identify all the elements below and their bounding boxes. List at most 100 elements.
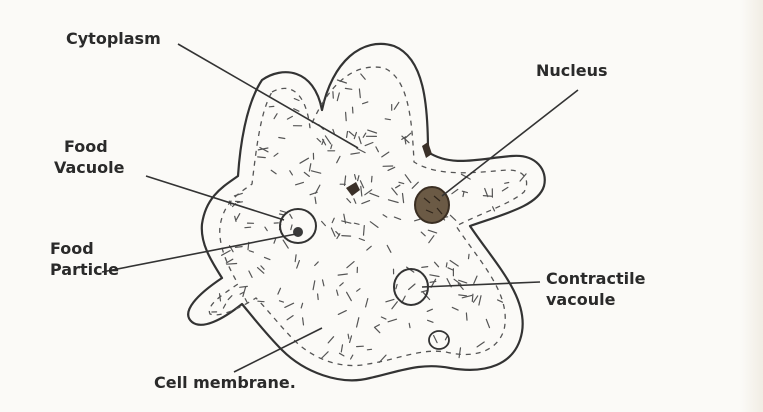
cytoplasm-granule	[367, 246, 371, 250]
cytoplasm-granule	[300, 158, 309, 163]
cytoplasm-granule	[265, 257, 270, 259]
cytoplasm-granule	[349, 132, 354, 136]
cytoplasm-granule	[301, 303, 302, 308]
cytoplasm-granule	[351, 153, 360, 154]
cytoplasm-granule	[459, 295, 467, 296]
nucleus-label: Nucleus	[536, 60, 608, 81]
cytoplasm-granule	[283, 240, 288, 248]
cytoplasm-granule	[448, 268, 453, 270]
cytoplasm-granule	[427, 309, 432, 311]
cytoplasm-granule	[428, 320, 433, 322]
cytoplasm-granule	[361, 186, 362, 196]
cytoplasm-granule	[290, 171, 293, 175]
cell-membrane-leader-line	[234, 328, 322, 372]
cytoplasm-granule	[357, 148, 365, 152]
cytoplasm-granule	[332, 218, 334, 222]
cytoplasm-granule	[459, 348, 460, 358]
cytoplasm-granule	[392, 188, 397, 195]
cytoplasm-granule	[354, 223, 359, 224]
cytoplasm-granule	[318, 294, 319, 300]
cytoplasm-granule	[355, 175, 356, 180]
cytoplasm-granule	[405, 133, 411, 138]
cytoplasm-granule	[313, 281, 315, 290]
cytoplasm-granule	[303, 318, 304, 325]
cytoplasm-granule	[364, 226, 365, 236]
cytoplasm-granule	[450, 261, 458, 267]
cytoplasm-granule	[315, 262, 319, 266]
cell-membrane-label-text: Cell membrane.	[154, 372, 296, 393]
cytoplasm-granule	[463, 192, 464, 197]
cytoplasm-granule	[271, 170, 276, 174]
cytoplasm-granule	[245, 299, 247, 303]
cytoplasm-granule	[354, 199, 356, 204]
cytoplasm-granule	[337, 290, 338, 295]
cytoplasm-granule	[331, 228, 335, 236]
cytoplasm-granule	[372, 176, 373, 182]
cytoplasm-granule	[379, 355, 386, 362]
cytoplasm-granule	[388, 167, 395, 170]
cytoplasm-granule	[452, 307, 458, 310]
cytoplasm-granule	[278, 288, 281, 294]
cytoplasm-granule	[421, 232, 425, 236]
cytoplasm-granule	[389, 200, 399, 203]
cytoplasm-granule	[291, 225, 292, 230]
cytoplasm-granule	[235, 216, 236, 221]
cytoplasm-granule	[338, 311, 346, 315]
cytoplasm-granule	[340, 283, 343, 286]
food-particle-label: Food Particle	[50, 238, 119, 280]
cytoplasm-granule	[370, 193, 379, 196]
cytoplasm-granule	[430, 275, 439, 277]
food-vacuole	[280, 209, 316, 243]
cytoplasm-leader-line	[178, 44, 358, 148]
cytoplasm-granule	[341, 345, 342, 352]
cytoplasm-granule	[428, 230, 436, 233]
cytoplasm-granule	[290, 214, 292, 218]
cytoplasm-granule	[220, 294, 221, 301]
cytoplasm-granule	[479, 296, 481, 305]
cytoplasm-granule	[258, 157, 266, 158]
cytoplasm-granule	[304, 172, 309, 176]
cytoplasm-granule	[422, 267, 428, 268]
food-particle-label-line-1: Food	[50, 238, 119, 259]
cytoplasm-granule	[316, 185, 320, 193]
cytoplasm-granule	[350, 336, 352, 343]
cytoplasm-granule	[396, 285, 397, 289]
cytoplasm-granule	[474, 276, 477, 283]
cytoplasm-granule	[357, 289, 360, 292]
cytoplasm-label: Cytoplasm	[66, 28, 161, 49]
cytoplasm-granule	[430, 281, 436, 282]
contractile-vacuole-leader-line	[422, 282, 540, 287]
cytoplasm-granule	[309, 164, 310, 171]
cytoplasm-granule	[367, 349, 371, 350]
cytoplasm-granule	[323, 280, 324, 286]
contractile-vacuole-label-line-1: Contractile	[546, 268, 645, 289]
food-vacuole-label: Food Vacuole	[54, 136, 125, 178]
food-vacuole-leader-line	[146, 176, 284, 220]
cytoplasm-granule	[258, 301, 264, 302]
cytoplasm-granule	[386, 299, 394, 301]
cytoplasm-granule	[223, 304, 225, 308]
cytoplasm-granule	[348, 334, 349, 339]
cytoplasm-granule	[477, 342, 484, 347]
nucleus	[415, 187, 449, 223]
cytoplasm-granule	[346, 112, 347, 120]
cytoplasm-granule	[394, 102, 399, 109]
food-vacuole-label-line-2: Vacuole	[54, 157, 125, 178]
cytoplasm-granule	[370, 222, 378, 228]
cytoplasm-granule	[358, 176, 359, 181]
cytoplasm-inclusion	[346, 182, 360, 196]
cytoplasm-granule	[331, 145, 332, 149]
small-vacuole	[429, 331, 449, 349]
food-particle-label-line-2: Particle	[50, 259, 119, 280]
cytoplasm-granule	[342, 236, 351, 237]
cytoplasm-granule	[459, 280, 467, 283]
cytoplasm-granule	[368, 130, 377, 133]
cytoplasm-granule	[311, 171, 320, 173]
cytoplasm-granule	[365, 143, 373, 146]
contractile-vacuole-label: Contractile vacoule	[546, 268, 645, 310]
cytoplasm-granule	[354, 133, 356, 139]
cytoplasm-granule	[412, 182, 418, 188]
cytoplasm-granule	[338, 274, 347, 275]
cytoplasm-granule	[399, 182, 404, 183]
